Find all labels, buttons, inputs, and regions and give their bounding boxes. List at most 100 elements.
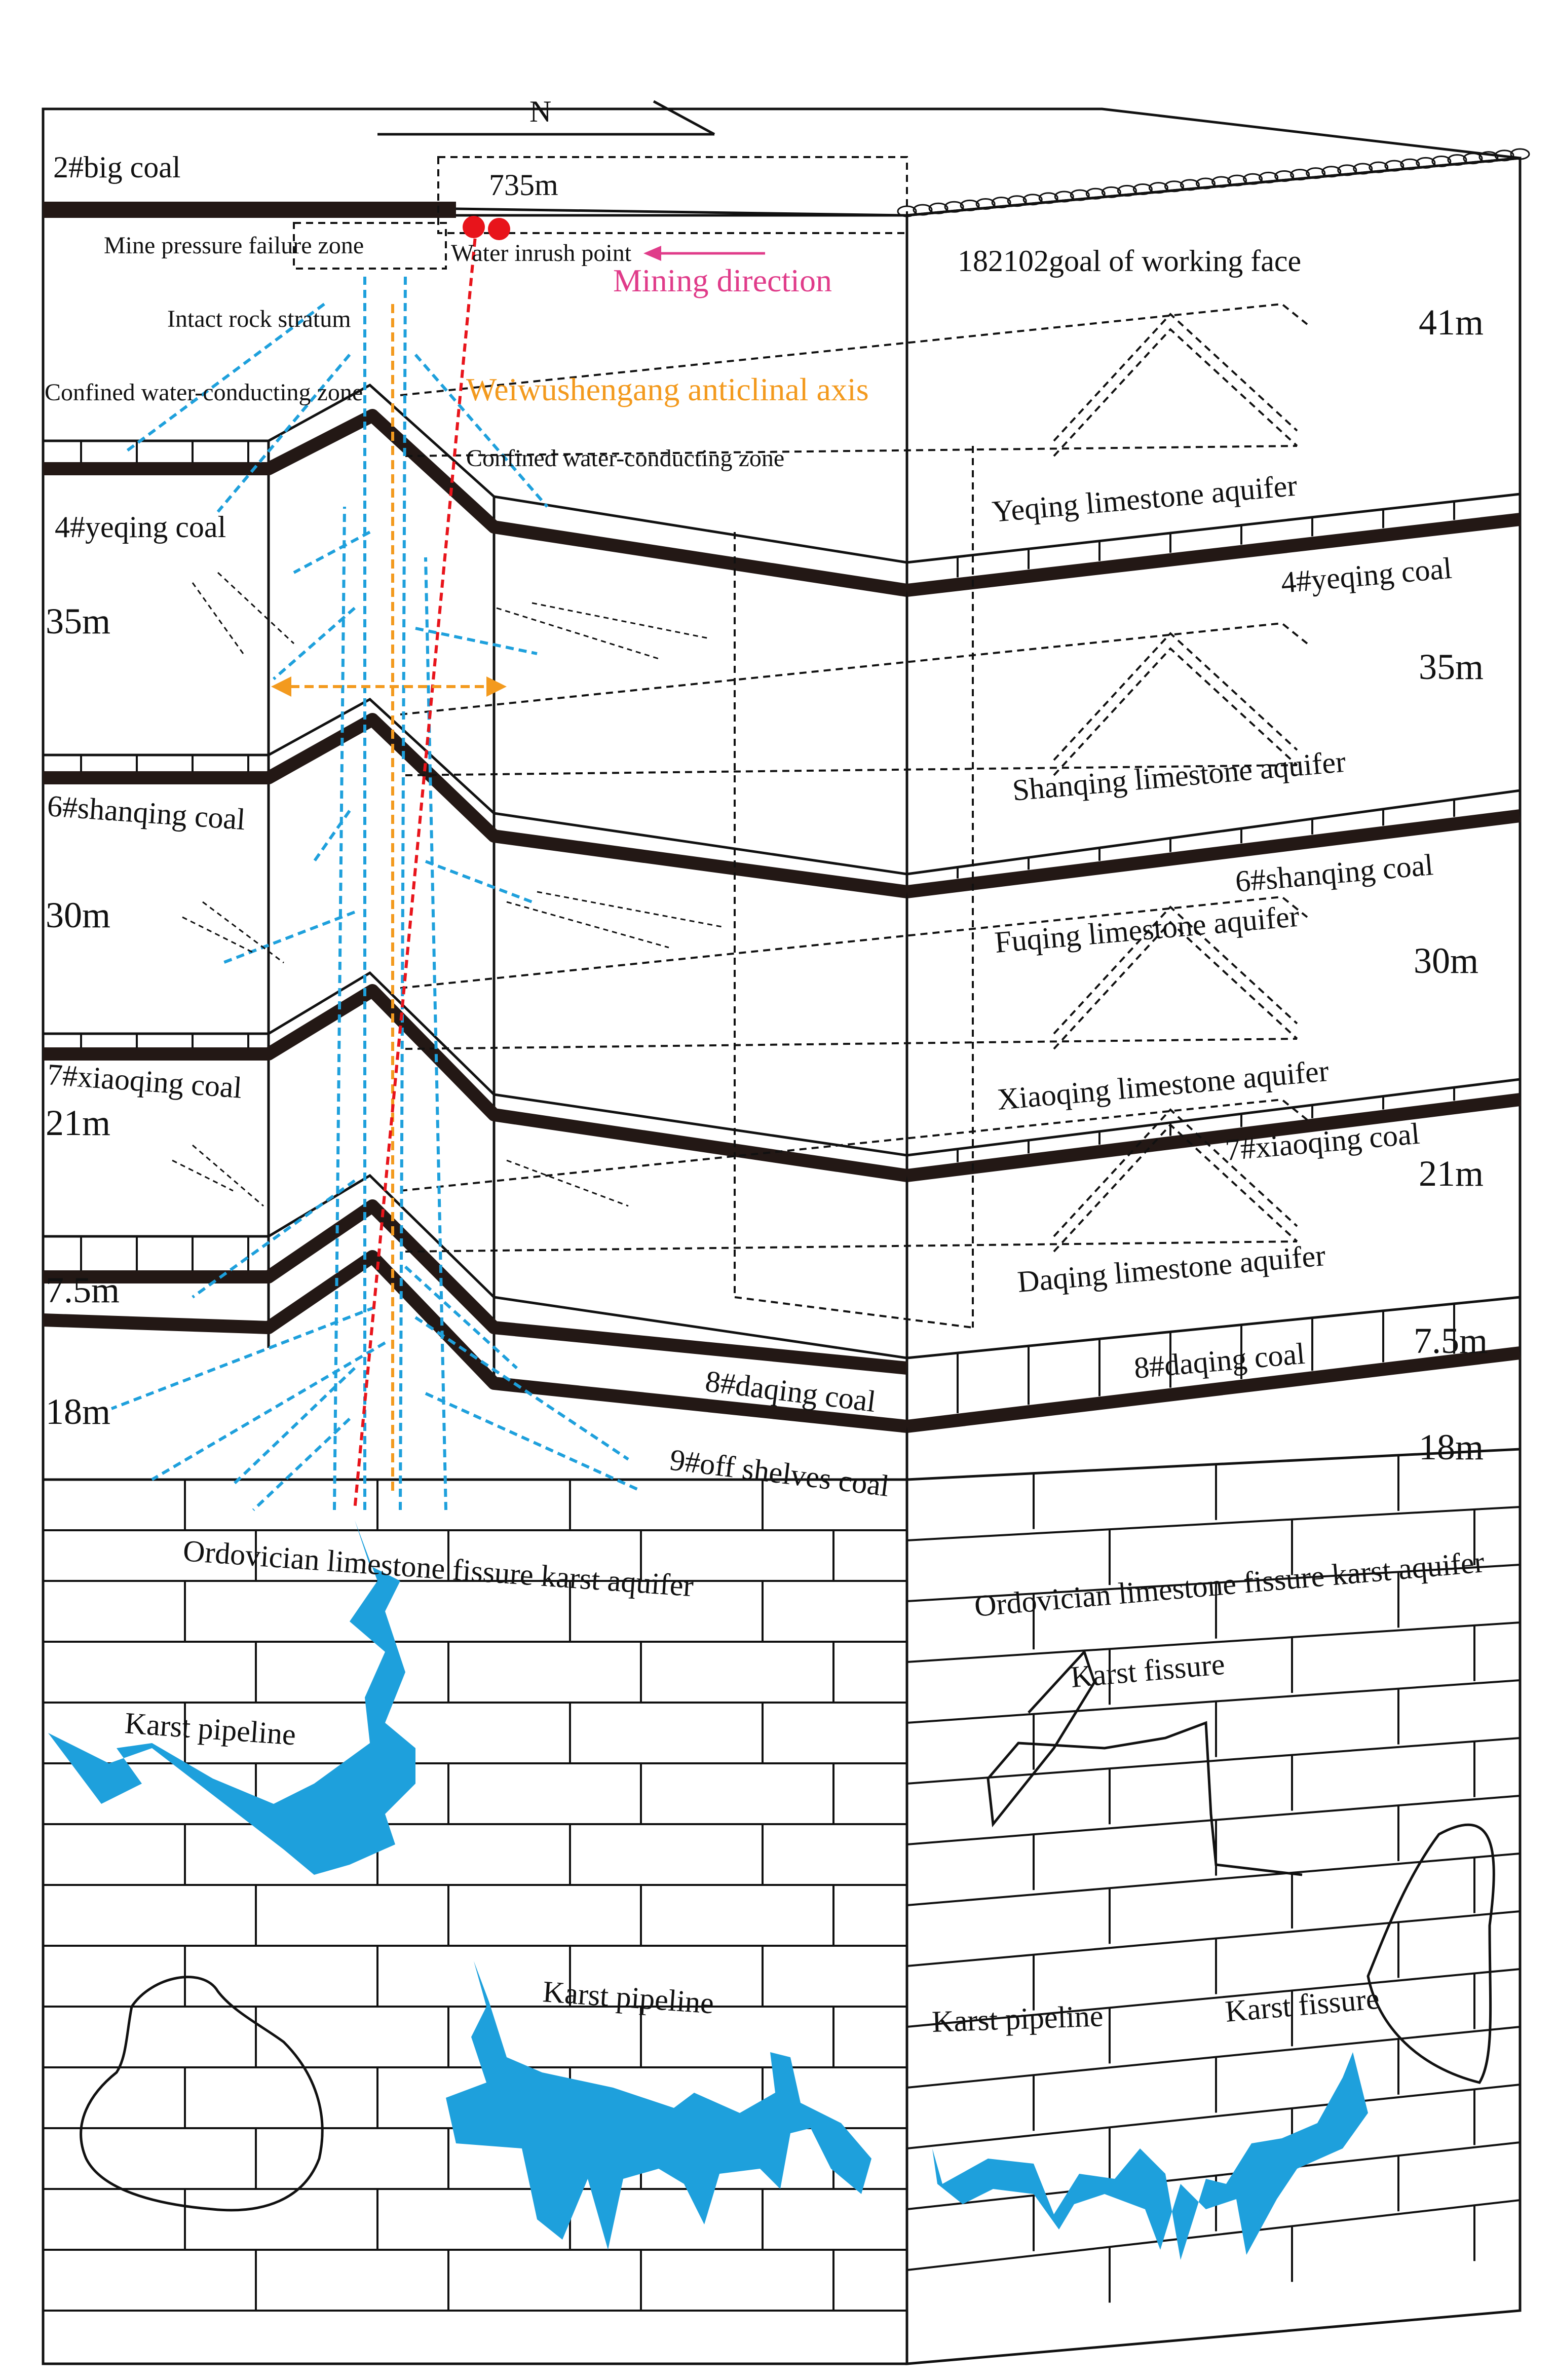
fracture-line xyxy=(172,1159,234,1192)
shanqing-top-line xyxy=(43,697,907,876)
fracture-line xyxy=(506,1159,629,1207)
water-fissure-branch xyxy=(425,1392,639,1491)
karst-features xyxy=(48,1520,1368,2260)
left-coal-7: 7#xiaoqing coal xyxy=(46,1057,243,1105)
water-fissure-branch xyxy=(126,303,325,452)
right-thick-75: 7.5m xyxy=(1414,1320,1488,1361)
big-coal-band xyxy=(43,202,456,218)
ghost-ridge xyxy=(400,622,1308,715)
anticline-ghosts xyxy=(400,303,1308,1329)
left-coal-6: 6#shanqing coal xyxy=(46,789,246,836)
gravel-pebble xyxy=(1431,155,1452,167)
karst-pipeline-upper xyxy=(48,1520,415,1875)
big-coal-seam xyxy=(43,156,908,270)
right-thick-30: 30m xyxy=(1414,940,1478,981)
ghost-anticline-inner xyxy=(1053,1123,1298,1253)
brick-row-line-right xyxy=(906,1910,1521,1967)
right-ordovician: Ordovician limestone fissure karst aquif… xyxy=(973,1545,1486,1623)
ghost-anticline-inner xyxy=(1053,328,1298,457)
water-fissure-branch xyxy=(110,1306,376,1410)
water-fissure-branch xyxy=(216,354,351,513)
left-thick-21: 21m xyxy=(46,1103,110,1143)
xiaoqing-top-line xyxy=(43,971,907,1157)
label-confined-zone-mid: Confined water-conducting zone xyxy=(466,445,784,472)
axis-lines xyxy=(271,216,765,1510)
ghost-base xyxy=(405,1038,1298,1050)
gravel-pebble xyxy=(944,201,964,213)
gravel-pebble xyxy=(1384,160,1405,172)
water-fissure-branch xyxy=(151,1341,386,1481)
fracture-line xyxy=(192,582,244,654)
ghost-bottom xyxy=(734,1296,973,1329)
ghost-anticline xyxy=(1053,632,1298,761)
fracture-line xyxy=(537,891,725,928)
coal-8a-left xyxy=(43,1199,908,1375)
fracture-line xyxy=(192,1144,264,1207)
water-fissure-branch xyxy=(192,1179,356,1299)
gravel-pebble xyxy=(1416,157,1436,169)
north-label: N xyxy=(529,95,551,128)
water-fissure-branch xyxy=(222,911,356,964)
annotation-labels: 2#big coal 735m Mine pressure failure zo… xyxy=(45,150,1301,472)
ghost-base xyxy=(405,445,1298,457)
fracture-line xyxy=(202,901,284,964)
left-thick-18: 18m xyxy=(46,1391,110,1432)
gravel-pebble xyxy=(1148,182,1168,194)
coal-4-right xyxy=(906,513,1521,597)
coal-4-left xyxy=(43,409,908,597)
north-arrow-head xyxy=(653,100,715,136)
water-inrush-path xyxy=(353,225,478,1510)
right-karst-fissure-2: Karst fissure xyxy=(1224,1982,1381,2028)
right-line-1 xyxy=(906,493,1521,564)
gravel-pebble xyxy=(1195,177,1216,190)
left-karst-pipe-2: Karst pipeline xyxy=(542,1975,715,2020)
mining-direction-head xyxy=(643,246,661,261)
brick-row-line-right xyxy=(906,2141,1521,2210)
brick-row-line-right xyxy=(906,2026,1521,2089)
right-coal-6: 6#shanqing coal xyxy=(1234,848,1434,898)
mine-pressure-box xyxy=(293,222,447,270)
right-thick-18: 18m xyxy=(1419,1427,1484,1467)
gravel-pebble xyxy=(975,198,996,210)
water-fissure-branch xyxy=(404,1265,518,1370)
ghost-ridge xyxy=(400,895,1308,989)
water-fissure-branch xyxy=(425,860,533,903)
gravel-pebble xyxy=(1478,151,1499,163)
coal-7-left xyxy=(43,984,908,1182)
label-anticlinal-axis: Weiwushengang anticlinal axis xyxy=(466,371,869,407)
gravel-pebble xyxy=(1494,149,1514,162)
brick-row-line-right xyxy=(906,1448,1521,1481)
gravel-pebble xyxy=(1211,176,1232,188)
gravel-pebble xyxy=(1132,183,1153,196)
water-fissure-trunk xyxy=(399,273,407,1510)
ghost-ridge xyxy=(400,1098,1308,1192)
karst-fissure-loop-right xyxy=(986,1649,1303,1876)
gravel-pebble xyxy=(1400,158,1420,170)
gravel-pebble xyxy=(1463,153,1483,165)
right-line-4 xyxy=(906,1296,1521,1359)
water-fissure-trunk xyxy=(424,557,447,1510)
brick-row-line-right xyxy=(906,1737,1521,1785)
label-intact-rock: Intact rock stratum xyxy=(167,306,351,332)
right-fuqing-aquifer: Fuqing limestone aquifer xyxy=(993,899,1301,959)
right-thick-21: 21m xyxy=(1419,1153,1484,1194)
coal-7-right xyxy=(906,1093,1521,1182)
brick-row-line-right xyxy=(906,1679,1521,1724)
fine-fractures xyxy=(172,572,725,1207)
water-fissure-branch xyxy=(415,627,538,655)
brick-row-line-right xyxy=(906,2084,1521,2149)
ghost-base xyxy=(405,764,1298,776)
water-fissure-branch xyxy=(414,354,549,508)
gravel-pebble xyxy=(960,199,980,211)
right-line-2 xyxy=(906,789,1521,876)
ghost-ridge xyxy=(400,303,1308,396)
coal-seams-left xyxy=(43,409,908,1433)
gravel-strip xyxy=(897,148,1530,217)
right-yeqing-aquifer: Yeqing limestone aquifer xyxy=(991,469,1298,528)
north-arrow: N xyxy=(377,95,715,136)
label-mining-direction: Mining direction xyxy=(613,262,832,298)
top-face xyxy=(42,107,1521,217)
water-fissures xyxy=(110,273,639,1512)
water-inrush-point-1 xyxy=(463,216,485,238)
